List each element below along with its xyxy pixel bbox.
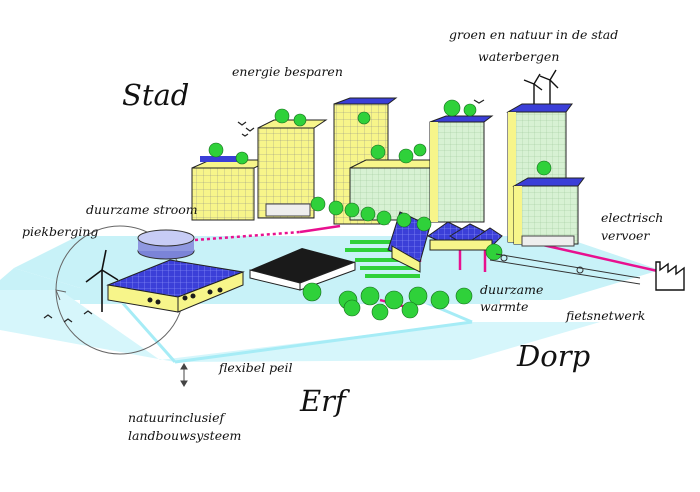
label-waterbergen: waterbergen xyxy=(478,49,560,64)
label-dorp: Dorp xyxy=(517,339,591,373)
label-fietsnetwerk: fietsnetwerk xyxy=(566,308,646,323)
bike-path xyxy=(489,253,641,285)
label-duurzame: duurzame xyxy=(480,282,544,297)
crop-fields xyxy=(345,240,420,278)
label-electrisch: electrisch xyxy=(601,210,664,225)
row-houses xyxy=(387,211,503,273)
factory-icon xyxy=(655,261,685,291)
solar-barn xyxy=(106,259,245,313)
birds-icon xyxy=(43,99,485,323)
label-piekberging: piekberging xyxy=(22,224,99,239)
label-natuurinclusief: natuurinclusief xyxy=(128,410,225,425)
label-energie-besparen: energie besparen xyxy=(232,64,343,79)
label-duurzame-stroom: duurzame stroom xyxy=(86,202,198,217)
level-arrow-icon xyxy=(180,363,188,387)
roof-wind-turbines-icon xyxy=(523,69,559,104)
water-tank xyxy=(137,229,195,260)
label-flexibel-peil: flexibel peil xyxy=(219,360,293,375)
label-groen-natuur: groen en natuur in de stad xyxy=(449,27,619,42)
label-erf: Erf xyxy=(300,384,346,418)
label-vervoer: vervoer xyxy=(601,228,650,243)
wind-turbine-icon xyxy=(85,249,119,312)
label-stad: Stad xyxy=(122,78,190,112)
label-warmte: warmte xyxy=(480,299,529,314)
label-landbouwsysteem: landbouwsysteem xyxy=(128,428,242,443)
city-buildings xyxy=(191,97,585,247)
trees xyxy=(208,99,552,321)
